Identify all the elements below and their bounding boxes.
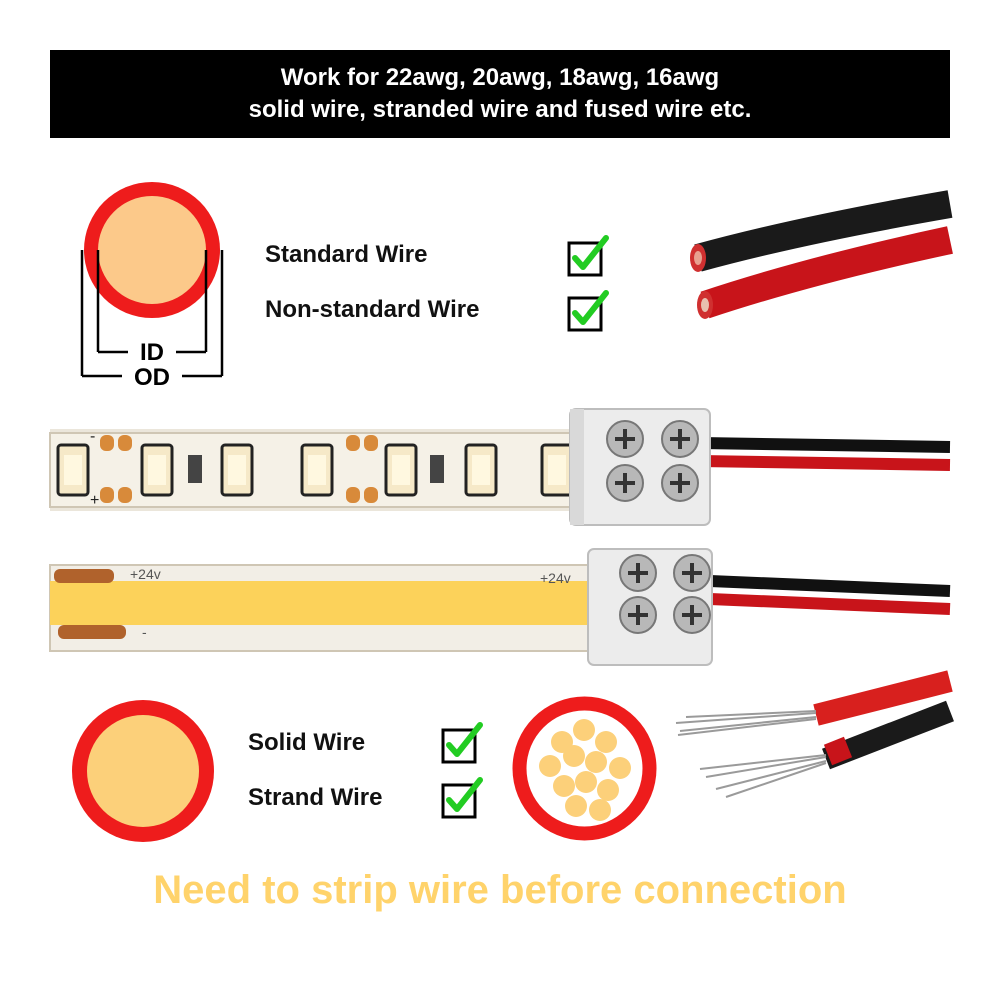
solid-wire-cross-section [72,700,214,842]
id-label: ID [140,339,164,366]
nonstandard-wire-label: Non-standard Wire [265,296,480,323]
cob-led-strip-image: +24v +24v - [49,548,951,666]
cob-minus-label: - [142,624,147,640]
footer-instruction: Need to strip wire before connection [153,868,847,912]
red-black-cable-image [690,190,953,319]
checkmark-icon [567,235,609,277]
checkmark-icon [441,722,483,764]
pad-plus-label: + [90,492,99,509]
checkmark-icon [567,290,609,332]
strand-wire-label: Strand Wire [248,784,383,811]
solid-wire-label: Solid Wire [248,729,366,756]
cob-voltage-left: +24v [130,566,161,582]
cob-voltage-right: +24v [540,570,571,586]
banner-line-1: Work for 22awg, 20awg, 18awg, 16awg [280,64,720,91]
standard-wire-label: Standard Wire [265,241,428,268]
stranded-wire-cross-section [512,696,657,841]
wire-diameter-diagram: ID OD [80,182,224,391]
pad-minus-label: - [90,428,95,445]
stripped-wires-image [675,670,954,798]
smd-led-strip-image: - + [49,408,951,526]
header-banner: Work for 22awg, 20awg, 18awg, 16awg soli… [50,50,950,138]
banner-line-2: solid wire, stranded wire and fused wire… [248,96,752,123]
checkmark-icon [441,777,483,819]
od-label: OD [134,364,170,391]
